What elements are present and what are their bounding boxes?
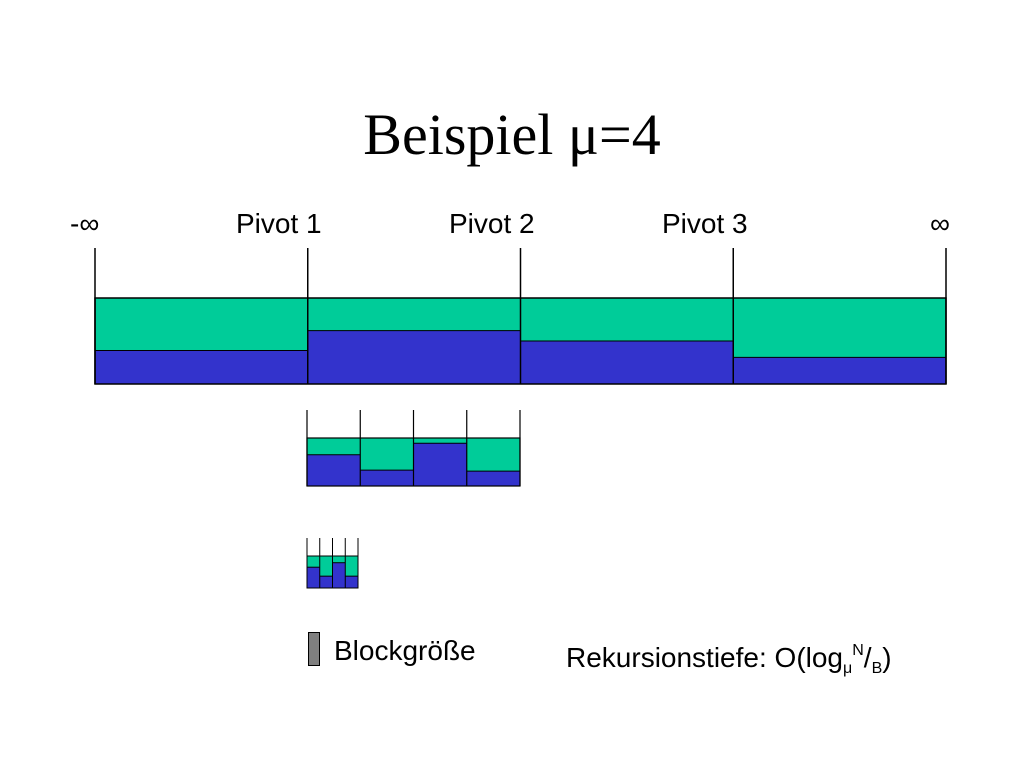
depth-slash: /: [863, 642, 872, 673]
segment-fill: [307, 567, 320, 588]
segment-fill: [345, 576, 358, 588]
segment-fill: [520, 341, 734, 384]
depth-base: μ: [843, 660, 853, 677]
depth-suffix: ): [882, 642, 892, 673]
depth-prefix: Rekursionstiefe: O(log: [566, 642, 844, 673]
depth-denominator: B: [871, 660, 883, 677]
segment-fill: [466, 471, 520, 486]
segment-fill: [413, 443, 467, 486]
depth-numerator: N: [852, 642, 864, 659]
segment-fill: [319, 576, 333, 588]
segment-fill: [733, 357, 946, 384]
block-size-label: Blockgröße: [334, 635, 476, 666]
label-pos-infinity: ∞: [930, 208, 950, 239]
recursion-depth-label: Rekursionstiefe: O(logμN/B): [566, 634, 892, 686]
segment-fill: [332, 562, 346, 588]
label-pivot-1: Pivot 1: [236, 208, 322, 239]
label-pivot-2: Pivot 2: [449, 208, 535, 239]
segment-fill: [360, 470, 414, 486]
segment-fill: [95, 350, 308, 384]
block-size-swatch: [308, 632, 320, 666]
segment-fill: [307, 454, 361, 486]
segment-fill: [307, 330, 521, 384]
label-neg-infinity: -∞: [70, 208, 100, 239]
label-pivot-3: Pivot 3: [662, 208, 748, 239]
slide-title: Beispiel μ=4: [363, 102, 661, 167]
